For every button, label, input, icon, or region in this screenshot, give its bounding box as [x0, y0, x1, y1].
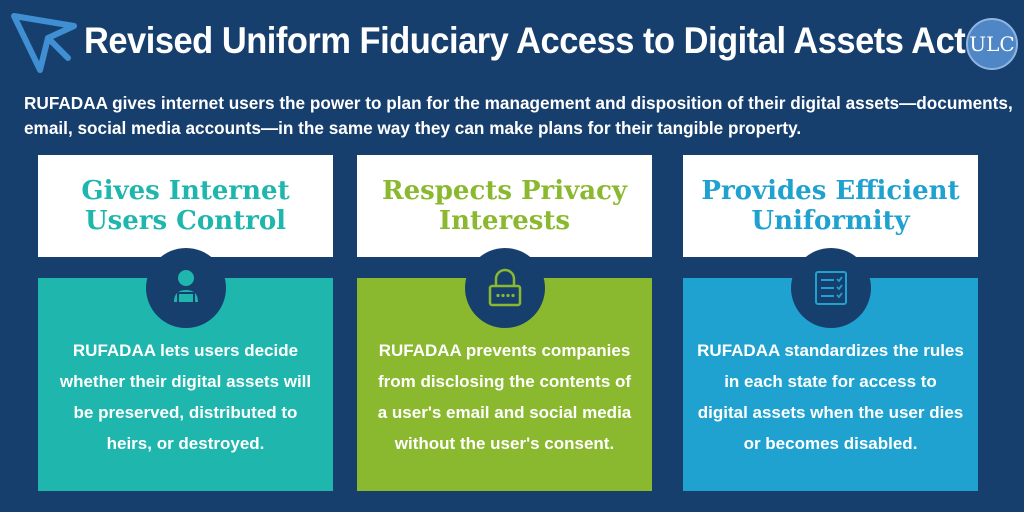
ulc-logo: ULC [966, 18, 1018, 70]
padlock-icon [465, 248, 545, 328]
intro-text: RUFADAA gives internet users the power t… [24, 93, 1013, 138]
column-heading: Respects Privacy Interests [357, 155, 652, 257]
column-body: RUFADAA standardizes the rules in each s… [683, 278, 978, 491]
column-heading: Gives Internet Users Control [38, 155, 333, 257]
column-heading: Provides Efficient Uniformity [683, 155, 978, 257]
column-control: Gives Internet Users Control RUFADAA let… [38, 155, 333, 491]
column-privacy: Respects Privacy Interests RUFADAA preve… [357, 155, 652, 491]
checklist-icon [791, 248, 871, 328]
user-laptop-icon [146, 248, 226, 328]
page-title: Revised Uniform Fiduciary Access to Digi… [84, 20, 966, 61]
column-uniformity: Provides Efficient Uniformity RUFADAA st… [683, 155, 978, 491]
cursor-arrow-icon [11, 13, 77, 73]
